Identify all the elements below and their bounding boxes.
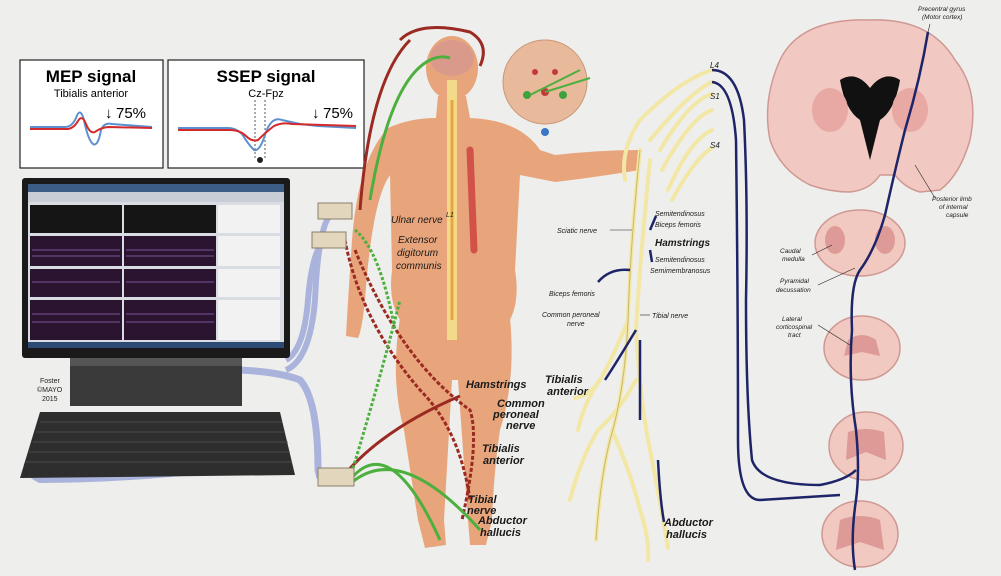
label-pyramidal-2: decussation bbox=[776, 287, 811, 294]
credit-line-1: Foster bbox=[40, 378, 61, 385]
monitor-toolbar bbox=[28, 192, 284, 202]
stimulator-box-1 bbox=[318, 203, 352, 219]
credit-line-2: ©MAYO bbox=[37, 386, 63, 394]
mep-down-arrow: ↓ bbox=[105, 105, 113, 122]
label-semitendinosus-1: Semitendinosus bbox=[655, 211, 705, 218]
label-tibialis-nerve-1: Tibialis bbox=[545, 374, 583, 386]
label-tibialis-1: Tibialis bbox=[482, 443, 520, 455]
label-tibial-nerve: Tibial nerve bbox=[652, 313, 688, 320]
cns-sections: Precentral gyrus (Motor cortex) Posterio… bbox=[598, 6, 973, 570]
credit-line-3: 2015 bbox=[42, 396, 58, 403]
label-lateral-3: tract bbox=[788, 332, 802, 339]
mep-panel: MEP signal Tibialis anterior ↓ 75% bbox=[20, 60, 163, 168]
label-common-peroneal-3: nerve bbox=[506, 420, 535, 432]
label-extensor: Extensor bbox=[398, 235, 438, 246]
label-l1-tag: L1 bbox=[446, 212, 454, 219]
label-posterior-limb-3: capsule bbox=[946, 212, 969, 219]
ssep-marker-dot bbox=[257, 157, 263, 163]
monitor-taskbar bbox=[28, 342, 284, 348]
ssep-panel: SSEP signal Cz-Fpz ↓ 75% bbox=[168, 60, 364, 168]
electrode-fpz bbox=[541, 128, 549, 136]
label-digitorum: digitorum bbox=[397, 248, 438, 259]
figure-esophagus bbox=[470, 150, 474, 250]
ssep-drop-value: 75% bbox=[323, 105, 353, 122]
mep-title: MEP signal bbox=[46, 67, 136, 86]
label-abductor-1: Abductor bbox=[477, 515, 528, 527]
monitor-waveform-grid bbox=[30, 205, 280, 340]
label-abductor-2: hallucis bbox=[480, 527, 521, 539]
label-ulnar-nerve: Ulnar nerve bbox=[391, 215, 443, 226]
label-caudal-medulla-1: Caudal bbox=[780, 248, 801, 255]
ssep-down-arrow: ↓ bbox=[312, 105, 320, 122]
stimulator-box-2 bbox=[312, 232, 346, 248]
label-posterior-limb-2: of internal bbox=[939, 204, 968, 211]
label-semitendinosus-2: Semitendinosus bbox=[655, 257, 705, 264]
label-semimembranosus: Semimembranosus bbox=[650, 268, 711, 275]
label-s1: S1 bbox=[710, 92, 720, 101]
scalp-electrode-inset bbox=[503, 40, 590, 136]
basal-ganglia-left bbox=[812, 88, 848, 132]
label-abductor-nerve-2: hallucis bbox=[666, 529, 707, 541]
label-biceps-femoris-2: Biceps femoris bbox=[549, 291, 595, 298]
label-precentral-2: (Motor cortex) bbox=[922, 14, 962, 21]
mep-subtitle: Tibialis anterior bbox=[54, 88, 129, 100]
label-common-peroneal-nerve-1: Common peroneal bbox=[542, 312, 600, 319]
label-lateral-2: corticospinal bbox=[776, 324, 813, 331]
label-l4: L4 bbox=[710, 61, 719, 70]
label-precentral-1: Precentral gyrus bbox=[918, 6, 966, 13]
label-biceps-femoris-1: Biceps femoris bbox=[655, 222, 701, 229]
mep-drop-value: 75% bbox=[116, 105, 146, 122]
monitoring-computer: Foster ©MAYO 2015 bbox=[20, 178, 330, 480]
monitor-titlebar bbox=[28, 184, 284, 192]
label-hamstrings-nerve: Hamstrings bbox=[655, 238, 710, 249]
lumbosacral-nerve-tree: L4 S1 S4 Sciatic nerve Semitendinosus Bi… bbox=[542, 61, 720, 560]
label-caudal-medulla-2: medulla bbox=[782, 256, 805, 263]
label-common-peroneal-nerve-2: nerve bbox=[567, 321, 585, 328]
label-abductor-nerve-1: Abductor bbox=[663, 517, 714, 529]
label-tibialis-2: anterior bbox=[483, 455, 525, 467]
stimulator-box-3 bbox=[318, 468, 354, 486]
label-tibialis-nerve-2: anterior bbox=[547, 386, 589, 398]
label-posterior-limb-1: Posterior limb bbox=[932, 196, 972, 203]
label-pyramidal-1: Pyramidal bbox=[780, 278, 809, 285]
ssep-subtitle: Cz-Fpz bbox=[248, 88, 283, 100]
label-communis: communis bbox=[396, 261, 442, 272]
label-sciatic-nerve: Sciatic nerve bbox=[557, 228, 597, 235]
label-hamstrings: Hamstrings bbox=[466, 379, 527, 391]
ssep-title: SSEP signal bbox=[217, 67, 316, 86]
label-lateral-1: Lateral bbox=[782, 316, 802, 323]
label-s4: S4 bbox=[710, 141, 720, 150]
